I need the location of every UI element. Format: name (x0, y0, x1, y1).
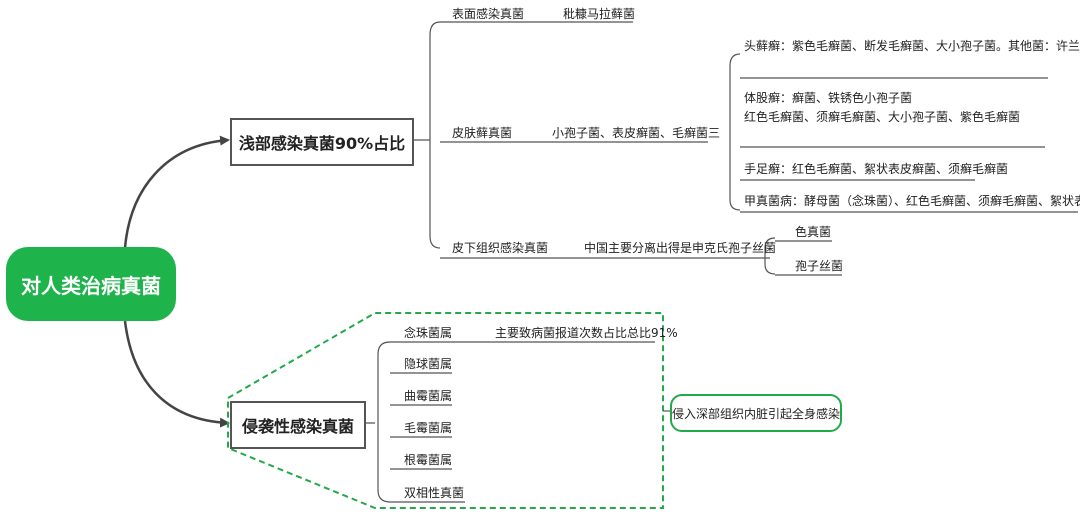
node-rhizopus[interactable]: 根霉菌属 (404, 453, 453, 467)
branch1-tree-line (410, 21, 441, 249)
node-surface-detail[interactable]: 秕糠马拉藓菌 (563, 7, 636, 21)
node-dimorphic-fungi[interactable]: 双相性真菌 (404, 486, 465, 500)
node-tinea-corporis-line2[interactable]: 红色毛癣菌、须癣毛癣菌、大小孢子菌、紫色毛癣菌 (744, 110, 1021, 124)
node-mucor[interactable]: 毛霉菌属 (404, 421, 453, 435)
branch2-summary-note[interactable]: 侵入深部组织内脏引起全身感染 (670, 394, 842, 432)
node-chromoblastomycosis[interactable]: 色真菌 (795, 225, 832, 239)
node-candida-detail[interactable]: 主要致病菌报道次数占比总比91% (495, 326, 678, 340)
node-tinea-corporis[interactable]: 体股癣：癣菌、铁锈色小孢子菌 (744, 91, 913, 105)
node-onychomycosis[interactable]: 甲真菌病：酵母菌（念珠菌）、红色毛癣菌、须癣毛癣菌、絮状表皮癣菌 (744, 194, 1080, 208)
node-sporothrix[interactable]: 孢子丝菌 (795, 259, 844, 273)
node-tinea-pedis[interactable]: 手足癣：红色毛癣菌、絮状表皮癣菌、须癣毛癣菌 (744, 162, 1009, 176)
node-aspergillus[interactable]: 曲霉菌属 (404, 389, 453, 403)
node-skin-detail[interactable]: 小孢子菌、表皮癣菌、毛癣菌三 (552, 126, 721, 140)
node-candida[interactable]: 念珠菌属 (404, 326, 453, 340)
root-node[interactable]: 对人类治病真菌 (6, 247, 176, 321)
subq-sub-tree-line (764, 237, 776, 275)
node-surface-infection[interactable]: 表面感染真菌 (452, 7, 525, 21)
node-tinea-capitis[interactable]: 头藓癣：紫色毛癣菌、断发毛癣菌、大小孢子菌。其他菌：许兰毛 (744, 39, 1080, 53)
dashed-region-border (227, 312, 664, 509)
connector-root-branch2 (123, 320, 230, 428)
branch2-node[interactable]: 侵袭性感染真菌 (230, 401, 366, 449)
connector-root-branch1 (123, 135, 230, 249)
node-cryptococcus[interactable]: 隐球菌属 (404, 357, 453, 371)
node-subcutaneous-detail[interactable]: 中国主要分离出得是申克氏孢子丝菌 (584, 241, 777, 255)
skin-sub-tree-line (729, 53, 741, 211)
node-skin-infection[interactable]: 皮肤藓真菌 (452, 126, 513, 140)
node-subcutaneous-infection[interactable]: 皮下组织感染真菌 (452, 241, 549, 255)
branch2-tree-line (362, 341, 391, 503)
branch1-node[interactable]: 浅部感染真菌90%占比 (230, 118, 414, 166)
